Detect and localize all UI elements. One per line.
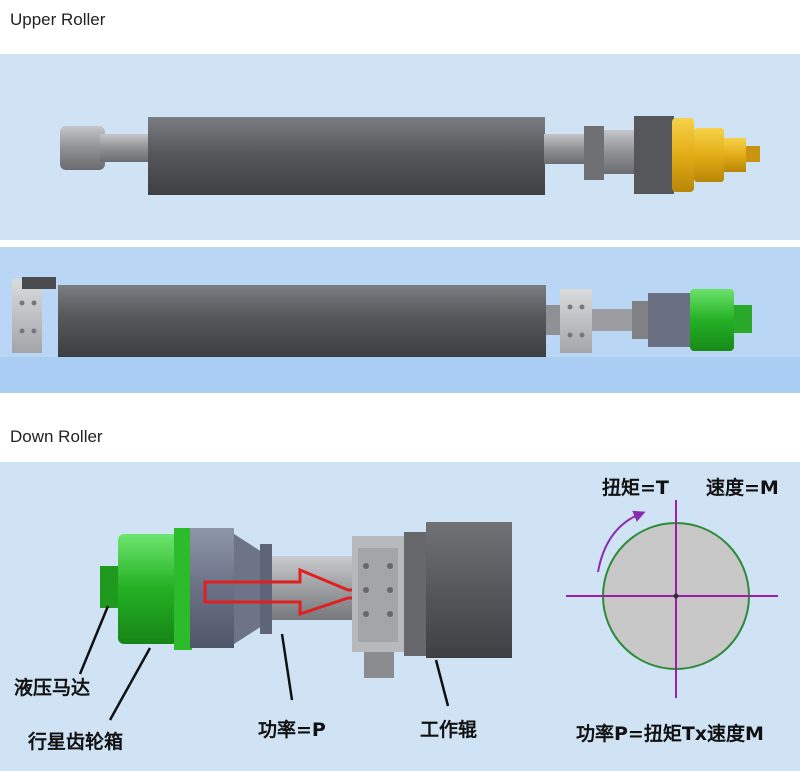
label-work-roller: 工作辊 [420, 718, 477, 741]
drive-shaft [272, 556, 362, 620]
label-torque: 扭矩=T [602, 476, 669, 499]
label-planetary-gearbox: 行星齿轮箱 [27, 730, 123, 753]
planetary-gearbox-green [118, 534, 178, 644]
shaft-end-left [60, 126, 105, 170]
work-roller [426, 522, 512, 658]
down-roller-caption: Down Roller [10, 427, 103, 446]
bearing-block-left [12, 279, 42, 353]
hydraulic-motor [100, 566, 122, 608]
upper-roller-image-2 [0, 247, 800, 393]
rotation-arrow [597, 510, 646, 573]
yellow-coupling [672, 118, 694, 192]
label-power: 功率=P [258, 718, 326, 741]
label-hydraulic-motor: 液压马达 [14, 676, 90, 699]
upper-roller-image-1 [0, 54, 800, 240]
roller-body [148, 117, 545, 195]
planetary-gearbox [190, 528, 234, 648]
bearing-block-right [560, 289, 592, 353]
label-formula: 功率P=扭矩Tx速度M [576, 722, 764, 745]
upper-roller-caption: Upper Roller [10, 10, 106, 29]
roller-body [58, 285, 546, 357]
drive-diagram: 液压马达 行星齿轮箱 功率=P 工作辊 扭矩=T 速度=M 功率P=扭矩Tx速度… [0, 462, 800, 771]
label-speed: 速度=M [706, 476, 779, 499]
green-motor [690, 289, 734, 351]
